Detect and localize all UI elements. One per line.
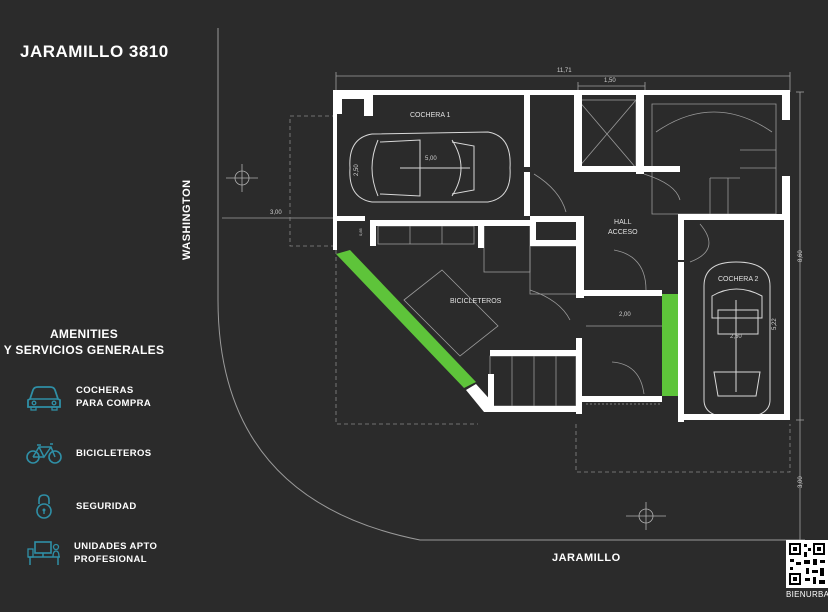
room-label-garage-2: COCHERA 2 — [718, 276, 759, 283]
car-garage-1 — [349, 131, 511, 203]
crosshair-marks — [226, 164, 666, 530]
accent-wall-diagonal — [336, 250, 476, 388]
accent-wall-vertical — [662, 294, 678, 396]
dim-car2-width: 2,50 — [730, 334, 742, 340]
amenity-garages-line2: PARA COMPRA — [76, 398, 152, 409]
room-label-bike: BICICLETEROS — [450, 298, 502, 305]
amenity-security-line1: SEGURIDAD — [76, 500, 137, 512]
amenities-title: AMENITIES Y SERVICIOS GENERALES — [0, 326, 168, 358]
dim-hall-width: 2,00 — [619, 312, 631, 318]
amenity-garages: COCHERAS PARA COMPRA — [22, 380, 151, 414]
car-garage-2 — [703, 261, 771, 419]
amenities-title-line1: AMENITIES — [49, 327, 119, 341]
walls — [333, 90, 790, 422]
dim-side-setback: 3,00 — [270, 210, 282, 216]
brand-label: BIENURBAN — [786, 590, 828, 599]
dim-car1-width: 2,50 — [354, 164, 360, 176]
amenity-workspace: UNIDADES APTO PROFESIONAL — [22, 536, 157, 570]
amenity-bikes: BICICLETEROS — [22, 436, 152, 470]
lock-icon — [22, 489, 66, 523]
car-icon — [22, 380, 66, 414]
room-label-garage-1: COCHERA 1 — [410, 112, 451, 119]
street-label-side: WASHINGTON — [181, 179, 193, 260]
amenity-workspace-line2: PROFESIONAL — [74, 554, 148, 565]
dim-car1-length: 5,00 — [425, 156, 437, 162]
page-title: JARAMILLO 3810 — [20, 42, 169, 61]
workstation-icon — [22, 536, 66, 570]
dimension-lines — [222, 72, 804, 540]
amenity-workspace-line1: UNIDADES APTO — [74, 541, 158, 552]
dim-front-setback: 3,00 — [798, 476, 804, 488]
room-label-hall-line1: HALL — [614, 219, 632, 226]
bicycle-icon — [22, 436, 66, 470]
setback-lines — [289, 115, 791, 473]
amenity-bikes-line1: BICICLETEROS — [76, 447, 152, 459]
street-label-front: JARAMILLO — [552, 552, 621, 564]
amenity-garages-line1: COCHERAS — [76, 385, 134, 396]
amenity-security: SEGURIDAD — [22, 489, 137, 523]
site-boundary — [217, 28, 720, 541]
amenities-title-line2: Y SERVICIOS GENERALES — [3, 343, 165, 357]
dim-total-depth: 8,60 — [798, 250, 804, 262]
room-label-hall: HALL ACCESO — [608, 218, 638, 238]
room-label-hall-line2: ACCESO — [608, 229, 638, 236]
dim-small-gap: 0,85 — [358, 228, 363, 236]
dim-top-segment: 1,50 — [604, 78, 616, 84]
interior-lines — [377, 99, 777, 407]
dim-total-width: 11,71 — [557, 68, 572, 74]
qr-code — [786, 540, 828, 588]
dim-car2-length: 5,22 — [772, 318, 778, 330]
